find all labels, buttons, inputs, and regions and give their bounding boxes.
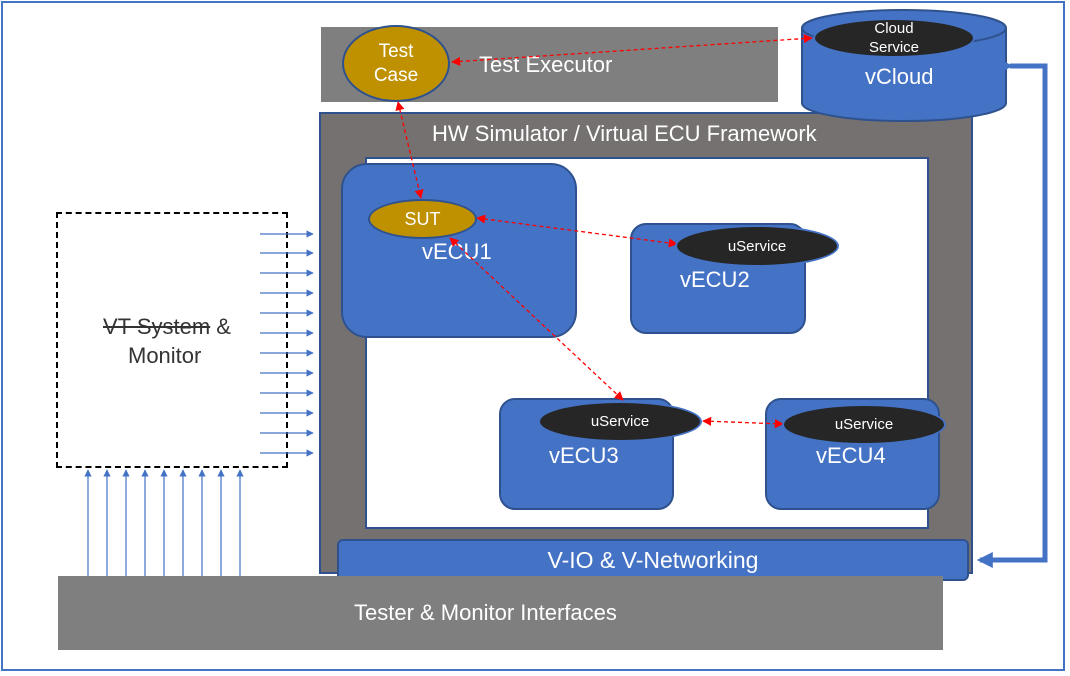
vecu2-label: vECU2: [680, 267, 750, 292]
tester-label: Tester & Monitor Interfaces: [354, 600, 617, 625]
test-case-ellipse: Test Case: [342, 25, 450, 102]
vt-system-line1: VT System &: [103, 314, 231, 340]
sut-vecu2-link: [476, 214, 678, 248]
vt-system-box: [56, 212, 288, 468]
vecu3-uservice-ellipse: uService: [538, 401, 702, 442]
test-case-line1: Test: [378, 40, 414, 62]
vecu2-uservice-ellipse: uService: [675, 225, 839, 267]
service-links: [395, 34, 813, 429]
testcase-sut-link: [395, 101, 424, 199]
sut-ellipse: SUT: [368, 199, 477, 239]
vecu3-uservice-label: uService: [590, 413, 650, 430]
vecu2-uservice-label: uService: [727, 237, 787, 255]
tester-upward-arrows: [84, 469, 244, 576]
cloud-service-line1: Cloud: [874, 20, 914, 37]
vecu3-vecu4-link: [702, 416, 784, 429]
vecu4-uservice-ellipse: uService: [782, 404, 946, 445]
sut-label: SUT: [404, 208, 441, 229]
testcase-cloud-link: [451, 34, 813, 66]
vt-system-line2: Monitor: [128, 343, 202, 368]
vt-system-ampersand: &: [210, 314, 231, 339]
vt-system-struck-text: VT System: [103, 314, 211, 339]
vt-rightward-arrows: [260, 230, 314, 457]
networking-label: V-IO & V-Networking: [547, 546, 759, 573]
cloud-network-link: [976, 57, 1048, 569]
cloud-service-ellipse: Cloud Service: [813, 18, 975, 58]
cloud-service-line2: Service: [868, 39, 920, 56]
vcloud-label: vCloud: [865, 64, 934, 89]
framework-title: HW Simulator / Virtual ECU Framework: [432, 121, 817, 146]
vecu4-uservice-label: uService: [834, 416, 894, 433]
sut-vecu3-link: [449, 237, 624, 401]
vecu4-label: vECU4: [816, 443, 886, 468]
tester-bar: [58, 576, 943, 650]
vecu3-label: vECU3: [549, 443, 619, 468]
test-case-line2: Case: [373, 64, 419, 86]
